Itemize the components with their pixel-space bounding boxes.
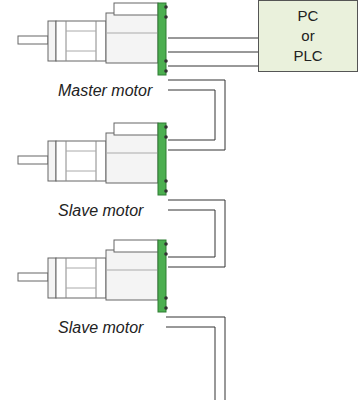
controller-label: PC or PLC	[292, 6, 325, 66]
signal-wire	[168, 38, 258, 66]
master-motor-drawing	[18, 3, 168, 75]
signal-wire	[168, 80, 225, 150]
motor-unit: Master motor	[18, 3, 168, 103]
bus-wire	[166, 317, 225, 400]
motor-unit: Slave motor	[18, 123, 168, 223]
controller-box: PC or PLC	[258, 0, 358, 72]
slave-motor-drawing	[18, 123, 168, 195]
motor-label: Master motor	[58, 82, 152, 100]
signal-wire	[168, 200, 225, 267]
motor-unit: Slave motor	[18, 240, 168, 340]
slave-motor-drawing	[18, 240, 168, 312]
motor-label: Slave motor	[58, 319, 143, 337]
motor-label: Slave motor	[58, 202, 143, 220]
